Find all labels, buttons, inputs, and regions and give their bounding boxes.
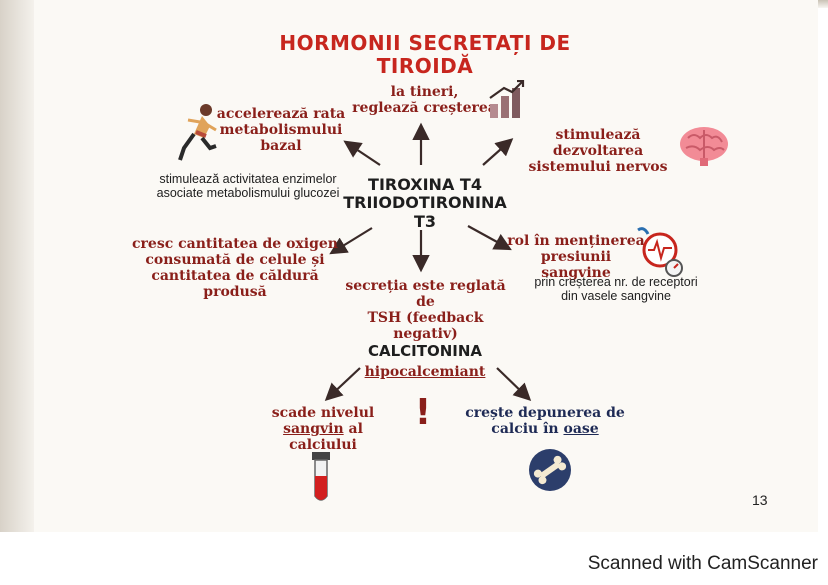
- blood-calcium-line1: scade nivelul: [271, 405, 375, 421]
- enzymes-line2: asociate metabolismului glucozei: [156, 186, 340, 201]
- page-title: HORMONII SECRETAȚI DE TIROIDĂ: [279, 31, 571, 78]
- center-line-t4: TIROXINA T4: [368, 175, 482, 194]
- arrows-layer: [324, 122, 532, 402]
- arrow-downright: [467, 225, 512, 251]
- receptors-line2: din vasele sangvine: [561, 289, 671, 304]
- nervous-line1: stimulează dezvoltarea: [552, 127, 644, 160]
- camscanner-watermark: Scanned with CamScanner: [587, 553, 818, 574]
- arrow-downleft: [329, 227, 373, 255]
- center-line-t3: TRIIODOTIRONINA T3: [343, 193, 507, 231]
- nervous-text: stimulează dezvoltarea sistemului nervos: [508, 127, 688, 175]
- bone-text: crește depunerea de calciu în oase: [460, 405, 630, 437]
- arrow-calc-right: [496, 367, 532, 402]
- bone-icon: [529, 449, 571, 491]
- oxygen-text: cresc cantitatea de oxigen consumată de …: [124, 236, 346, 300]
- arrow-upright: [482, 138, 514, 166]
- center-hormones: TIROXINA T4 TRIIODOTIRONINA T3: [330, 175, 520, 231]
- arrow-upleft: [343, 140, 381, 166]
- runner-icon: [178, 104, 217, 161]
- growth-line1: la tineri,: [390, 84, 459, 100]
- nervous-line2: sistemului nervos: [528, 159, 668, 176]
- tsh-text: secreția este reglată de TSH (feedback n…: [338, 278, 513, 342]
- bone-line2: calciu în oase: [460, 421, 630, 437]
- blood-calcium-underlined: sangvin: [283, 421, 344, 438]
- test-tube-icon: [312, 452, 330, 501]
- arrow-calc-left: [324, 367, 361, 402]
- receptors-line1: prin creșterea nr. de receptori: [534, 275, 698, 289]
- oxygen-line2: consumată de celule și: [145, 252, 325, 269]
- tsh-line2: TSH (feedback negativ): [367, 310, 484, 343]
- pressure-text: rol în menținerea presiunii sangvine: [506, 233, 646, 281]
- tsh-line1: secreția este reglată de: [345, 278, 506, 311]
- enzymes-text: stimulează activitatea enzimelor asociat…: [128, 172, 368, 201]
- blood-calcium-line2: sangvin al calciului: [248, 421, 398, 453]
- page-number: 13: [752, 492, 768, 508]
- blood-pressure-icon: [637, 227, 683, 277]
- oxygen-line1: cresc cantitatea de oxigen: [132, 236, 338, 252]
- metabolism-line3: bazal: [260, 138, 302, 155]
- pressure-line1: rol în menținerea: [507, 233, 645, 249]
- calcitonin-block: CALCITONINA hipocalcemiant: [350, 342, 500, 381]
- blood-calcium-rest: al calciului: [289, 421, 363, 454]
- bone-line1: crește depunerea de: [465, 405, 625, 421]
- growth-line2: reglează creșterea: [352, 100, 497, 117]
- metabolism-text: accelerează rata metabolismului bazal: [216, 106, 346, 154]
- brain-icon: [680, 127, 728, 166]
- pressure-line2: presiunii sangvine: [540, 249, 612, 282]
- oxygen-line3: cantitatea de căldură produsă: [151, 268, 319, 301]
- metabolism-line2: metabolismului: [219, 122, 343, 139]
- enzymes-line1: stimulează activitatea enzimelor: [159, 172, 337, 186]
- exclamation-mark: !: [414, 392, 432, 433]
- bone-line2-text: calciu în: [491, 421, 564, 438]
- metabolism-line1: accelerează rata: [216, 106, 346, 122]
- blood-calcium-text: scade nivelul sangvin al calciului: [248, 405, 398, 453]
- page-left-edge: [0, 0, 34, 532]
- receptors-text: prin creșterea nr. de receptori din vase…: [516, 275, 716, 304]
- calcitonin-effect: hipocalcemiant: [364, 364, 486, 381]
- bone-underlined: oase: [563, 421, 599, 438]
- calcitonin-name: CALCITONINA: [367, 342, 483, 360]
- growth-chart-icon: [489, 80, 525, 118]
- growth-text: la tineri, reglează creșterea: [352, 84, 497, 116]
